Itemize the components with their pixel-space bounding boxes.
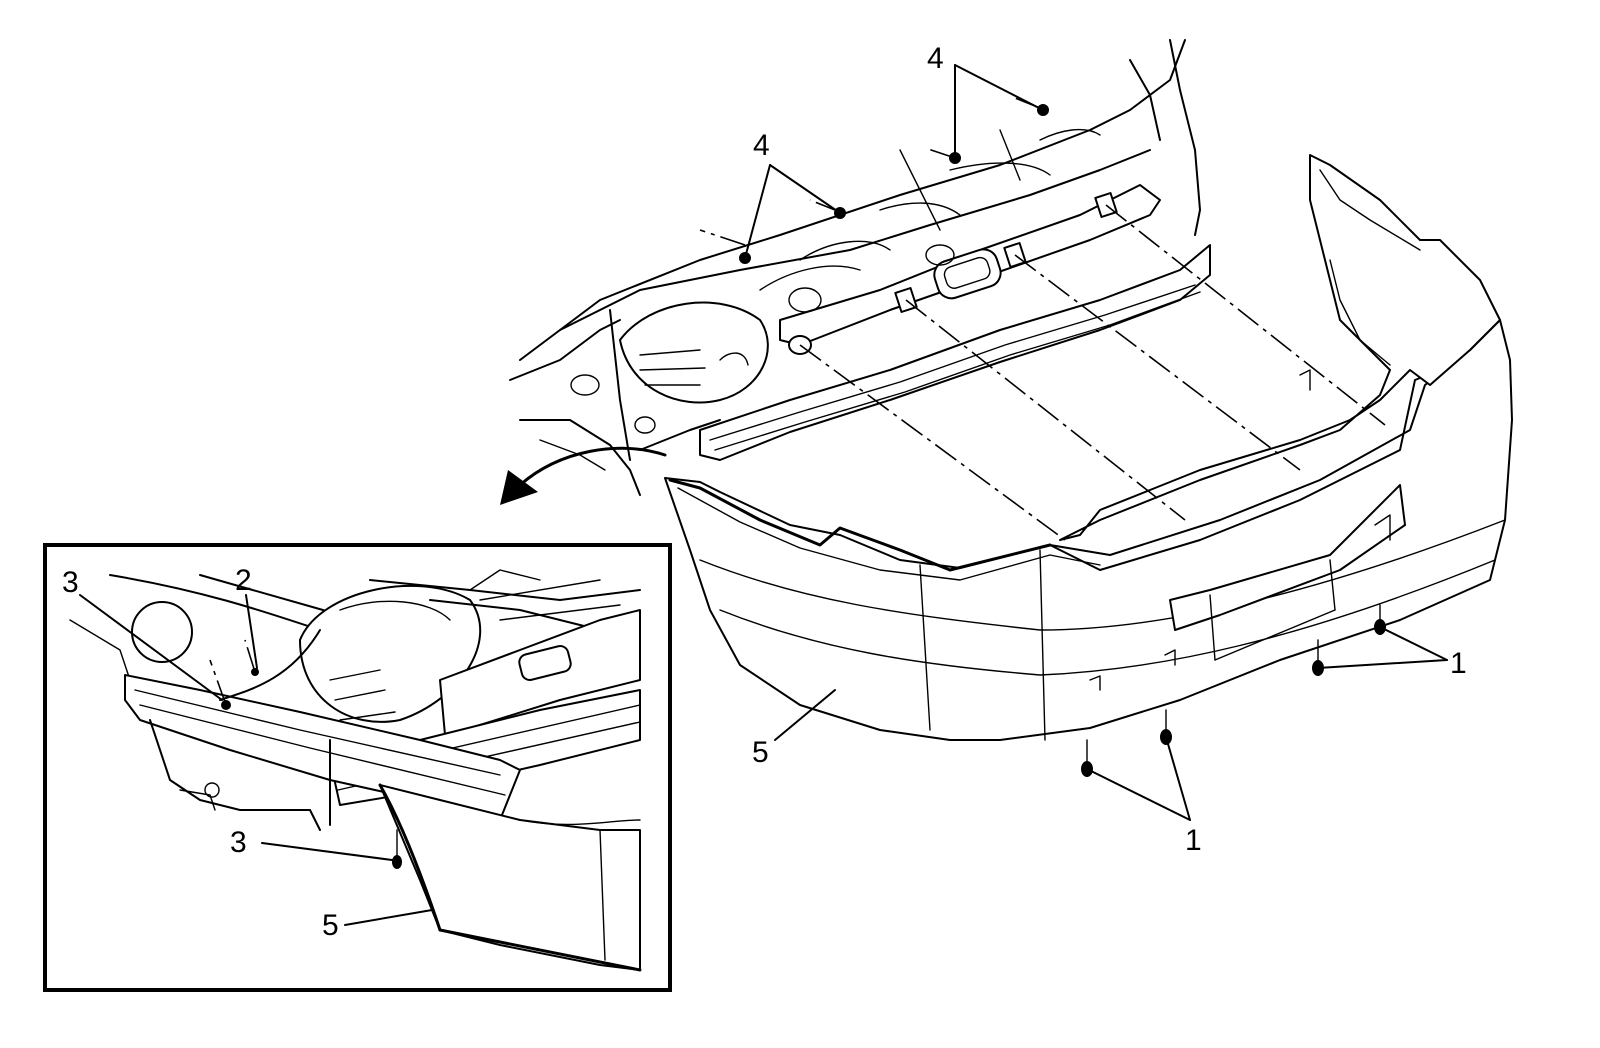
rear-bumper-fascia (664, 154, 1513, 741)
callout-1-right: 1 (1450, 647, 1467, 680)
callout-3-bottom: 3 (230, 826, 247, 859)
callout-5-main: 5 (752, 736, 769, 769)
callout-4-right: 4 (927, 42, 944, 75)
callout-2: 2 (235, 564, 252, 597)
callout-5-detail: 5 (322, 909, 339, 942)
vehicle-rear-structure (509, 39, 1211, 496)
callout-1-bottom: 1 (1185, 824, 1202, 857)
callout-3-top: 3 (62, 566, 79, 599)
leader-lines (744, 64, 1448, 821)
detail-inset (43, 543, 672, 992)
callout-labels: 1 1 4 4 5 3 2 3 5 (62, 42, 1467, 942)
detail-view-arrow (500, 446, 667, 505)
upper-bolts (739, 104, 1049, 264)
callout-4-left: 4 (753, 129, 770, 162)
alignment-lines (699, 97, 1386, 541)
